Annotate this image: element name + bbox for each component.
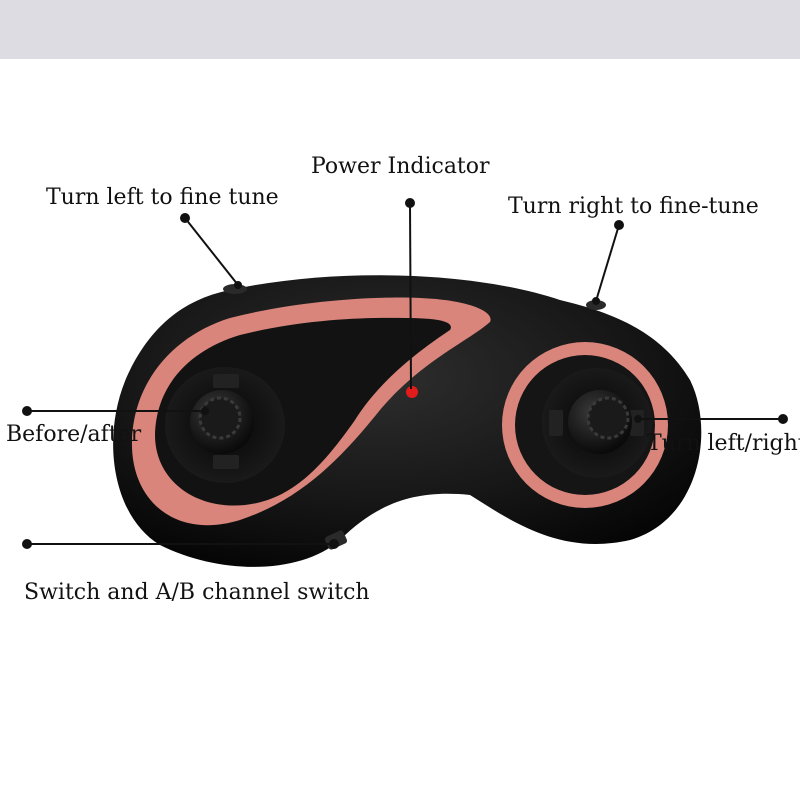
right-joystick-icon xyxy=(549,390,644,454)
top-band xyxy=(0,0,800,59)
power-indicator-label: Power Indicator xyxy=(311,154,490,179)
power-indicator-leader xyxy=(409,202,412,390)
left-fine-tune-leader xyxy=(184,217,239,286)
right-fine-tune-leader xyxy=(595,224,620,302)
turn-right-fine-tune-label: Turn right to fine-tune xyxy=(508,194,759,219)
left-joystick-icon xyxy=(190,374,254,469)
turn-left-fine-tune-label: Turn left to fine tune xyxy=(46,185,279,210)
turn-left-right-label: Turn left/right xyxy=(647,431,800,456)
before-after-label: Before/after xyxy=(6,422,142,447)
power-led-icon xyxy=(406,386,418,398)
switch-ab-channel-label: Switch and A/B channel switch xyxy=(24,580,370,605)
